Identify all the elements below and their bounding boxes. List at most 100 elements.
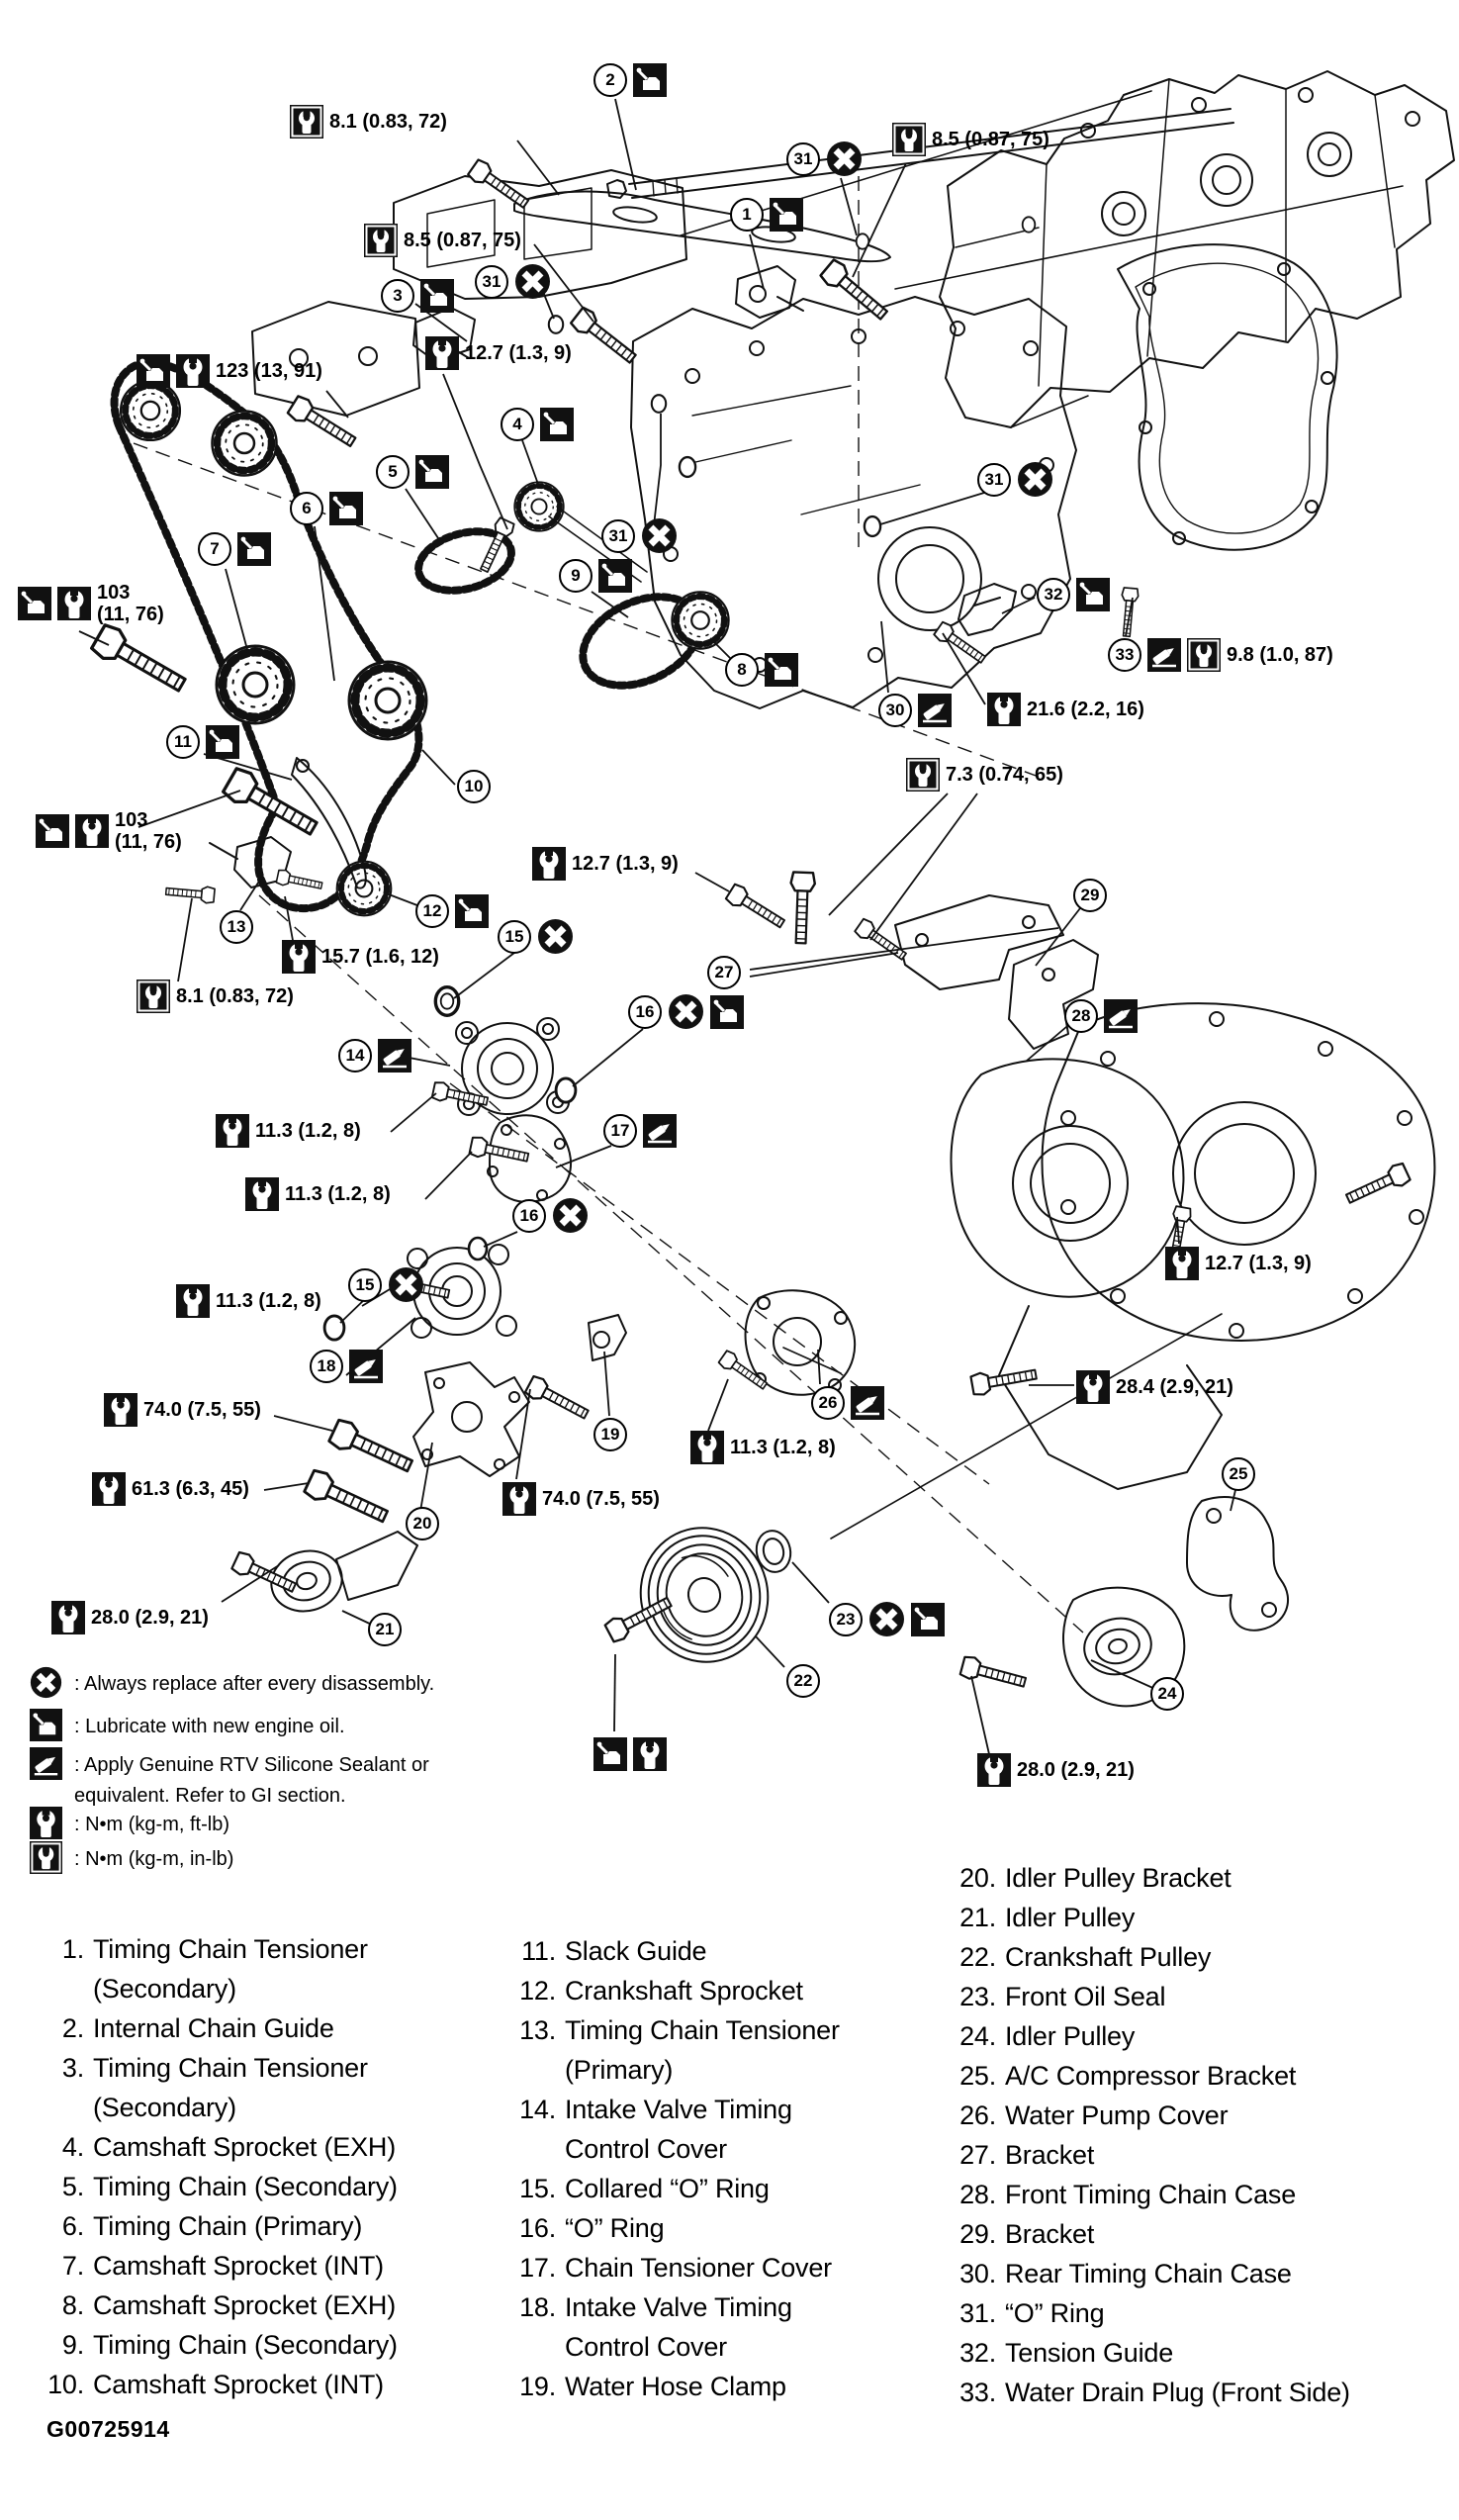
part-name: Idler Pulley Bracket bbox=[1005, 1863, 1231, 1893]
oil-icon bbox=[633, 63, 667, 97]
ftlb-icon bbox=[104, 1393, 137, 1427]
legend-text: : N•m (kg-m, ft-lb) bbox=[74, 1814, 229, 1835]
callout-number: 31 bbox=[977, 462, 1011, 497]
part-number: 26. bbox=[959, 2100, 996, 2130]
part-callout-2: 2 bbox=[593, 63, 667, 97]
callout-number: 19 bbox=[593, 1418, 627, 1451]
parts-list-item: 3.Timing Chain Tensioner (Secondary) bbox=[35, 2048, 398, 2127]
water-pump-art bbox=[407, 1017, 573, 1339]
parts-list-item: 20.Idler Pulley Bracket bbox=[940, 1858, 1350, 1898]
torque-value: 12.7 (1.3, 9) bbox=[1205, 1252, 1312, 1274]
torque-value: 12.7 (1.3, 9) bbox=[572, 852, 679, 875]
parts-list-item: 1.Timing Chain Tensioner (Secondary) bbox=[35, 1929, 398, 2008]
part-callout-15: 15 bbox=[348, 1266, 424, 1303]
part-number: 21. bbox=[959, 1903, 996, 1932]
callout-number: 32 bbox=[1037, 578, 1070, 611]
ftlb-icon bbox=[532, 847, 566, 881]
callout-number: 30 bbox=[878, 694, 912, 727]
part-callout-29: 29 bbox=[1073, 879, 1107, 912]
ftlb-icon bbox=[502, 1482, 536, 1516]
part-name: Camshaft Sprocket (EXH) bbox=[93, 2290, 396, 2320]
legend-item-replace: : Always replace after every disassembly… bbox=[30, 1666, 434, 1700]
ftlb-icon bbox=[633, 1737, 667, 1771]
inlb-icon bbox=[1187, 638, 1221, 672]
part-callout-26: 26 bbox=[811, 1386, 884, 1420]
torque-callout bbox=[593, 1737, 667, 1771]
callout-number: 26 bbox=[811, 1386, 845, 1420]
parts-list-item: 15.Collared “O” Ring bbox=[504, 2169, 840, 2208]
part-name: Timing Chain Tensioner (Primary) bbox=[565, 2015, 840, 2085]
callout-number: 24 bbox=[1150, 1677, 1184, 1711]
torque-value: 103 (11, 76) bbox=[115, 809, 182, 854]
part-name: Front Timing Chain Case bbox=[1005, 2180, 1297, 2209]
parts-list-item: 14.Intake Valve Timing Control Cover bbox=[504, 2090, 840, 2169]
part-callout-19: 19 bbox=[593, 1418, 627, 1451]
inlb-icon bbox=[290, 105, 323, 139]
torque-callout: 12.7 (1.3, 9) bbox=[1165, 1247, 1312, 1280]
oil-icon bbox=[18, 587, 51, 621]
part-callout-12: 12 bbox=[415, 894, 489, 928]
part-callout-23: 23 bbox=[829, 1601, 945, 1637]
callout-number: 2 bbox=[593, 63, 627, 97]
callout-number: 28 bbox=[1064, 999, 1098, 1033]
part-name: Slack Guide bbox=[565, 1936, 707, 1966]
callout-number: 22 bbox=[786, 1664, 820, 1698]
torque-value: 9.8 (1.0, 87) bbox=[1227, 643, 1333, 666]
callout-number: 21 bbox=[368, 1613, 402, 1646]
part-callout-25: 25 bbox=[1222, 1457, 1255, 1491]
parts-list-item: 31.“O” Ring bbox=[940, 2293, 1350, 2333]
part-number: 9. bbox=[61, 2330, 84, 2360]
inlb-icon bbox=[906, 758, 940, 792]
part-number: 8. bbox=[61, 2290, 84, 2320]
torque-value: 28.0 (2.9, 21) bbox=[1017, 1758, 1135, 1781]
front-timing-case-art bbox=[950, 1002, 1436, 1490]
legend-text: : Always replace after every disassembly… bbox=[74, 1673, 435, 1695]
part-number: 6. bbox=[61, 2211, 84, 2241]
part-callout-17: 17 bbox=[603, 1114, 677, 1148]
legend-text: : Apply Genuine RTV Silicone Sealant or … bbox=[74, 1754, 429, 1807]
part-number: 24. bbox=[959, 2021, 996, 2051]
part-number: 15. bbox=[519, 2174, 556, 2203]
part-callout-9: 9 bbox=[559, 559, 632, 593]
part-number: 13. bbox=[519, 2015, 556, 2045]
oil-icon bbox=[415, 455, 449, 489]
part-name: Timing Chain (Primary) bbox=[93, 2211, 363, 2241]
oil-icon bbox=[206, 725, 239, 759]
tension-guide-art bbox=[957, 583, 1017, 636]
part-name: Chain Tensioner Cover bbox=[565, 2253, 832, 2283]
torque-callout: 12.7 (1.3, 9) bbox=[425, 336, 572, 370]
torque-value: 21.6 (2.2, 16) bbox=[1027, 698, 1144, 720]
legend-item-oil: : Lubricate with new engine oil. bbox=[30, 1709, 345, 1742]
part-name: Tension Guide bbox=[1005, 2338, 1174, 2368]
torque-value: 8.5 (0.87, 75) bbox=[932, 128, 1049, 150]
callout-number: 31 bbox=[786, 141, 820, 176]
replace-icon bbox=[388, 1266, 424, 1303]
part-callout-8: 8 bbox=[725, 653, 798, 687]
legend-item-ftlb: : N•m (kg-m, ft-lb) bbox=[30, 1807, 229, 1840]
torque-callout: 11.3 (1.2, 8) bbox=[176, 1284, 321, 1318]
part-name: Crankshaft Sprocket bbox=[565, 1976, 803, 2006]
callout-number: 8 bbox=[725, 653, 759, 687]
inlb-icon bbox=[30, 1841, 62, 1874]
parts-list-column1: 1.Timing Chain Tensioner (Secondary)2.In… bbox=[35, 1929, 398, 2404]
torque-value: 8.1 (0.83, 72) bbox=[176, 984, 294, 1007]
parts-list-item: 19.Water Hose Clamp bbox=[504, 2367, 840, 2406]
part-callout-14: 14 bbox=[338, 1039, 411, 1073]
callout-number: 7 bbox=[198, 532, 231, 566]
oil-icon bbox=[36, 814, 69, 849]
torque-callout: 8.1 (0.83, 72) bbox=[137, 980, 294, 1013]
part-name: Timing Chain Tensioner (Secondary) bbox=[93, 1934, 368, 2004]
parts-list-item: 8. Camshaft Sprocket (EXH) bbox=[35, 2286, 398, 2325]
ftlb-icon bbox=[987, 693, 1021, 726]
legend-item-inlb: : N•m (kg-m, in-lb) bbox=[30, 1841, 233, 1875]
callout-number: 6 bbox=[290, 492, 323, 525]
callout-number: 17 bbox=[603, 1114, 637, 1148]
torque-callout: 11.3 (1.2, 8) bbox=[245, 1177, 391, 1211]
replace-icon bbox=[641, 517, 678, 554]
callout-number: 16 bbox=[512, 1198, 546, 1233]
torque-callout: 74.0 (7.5, 55) bbox=[502, 1482, 660, 1516]
sealant-icon bbox=[1147, 638, 1181, 672]
